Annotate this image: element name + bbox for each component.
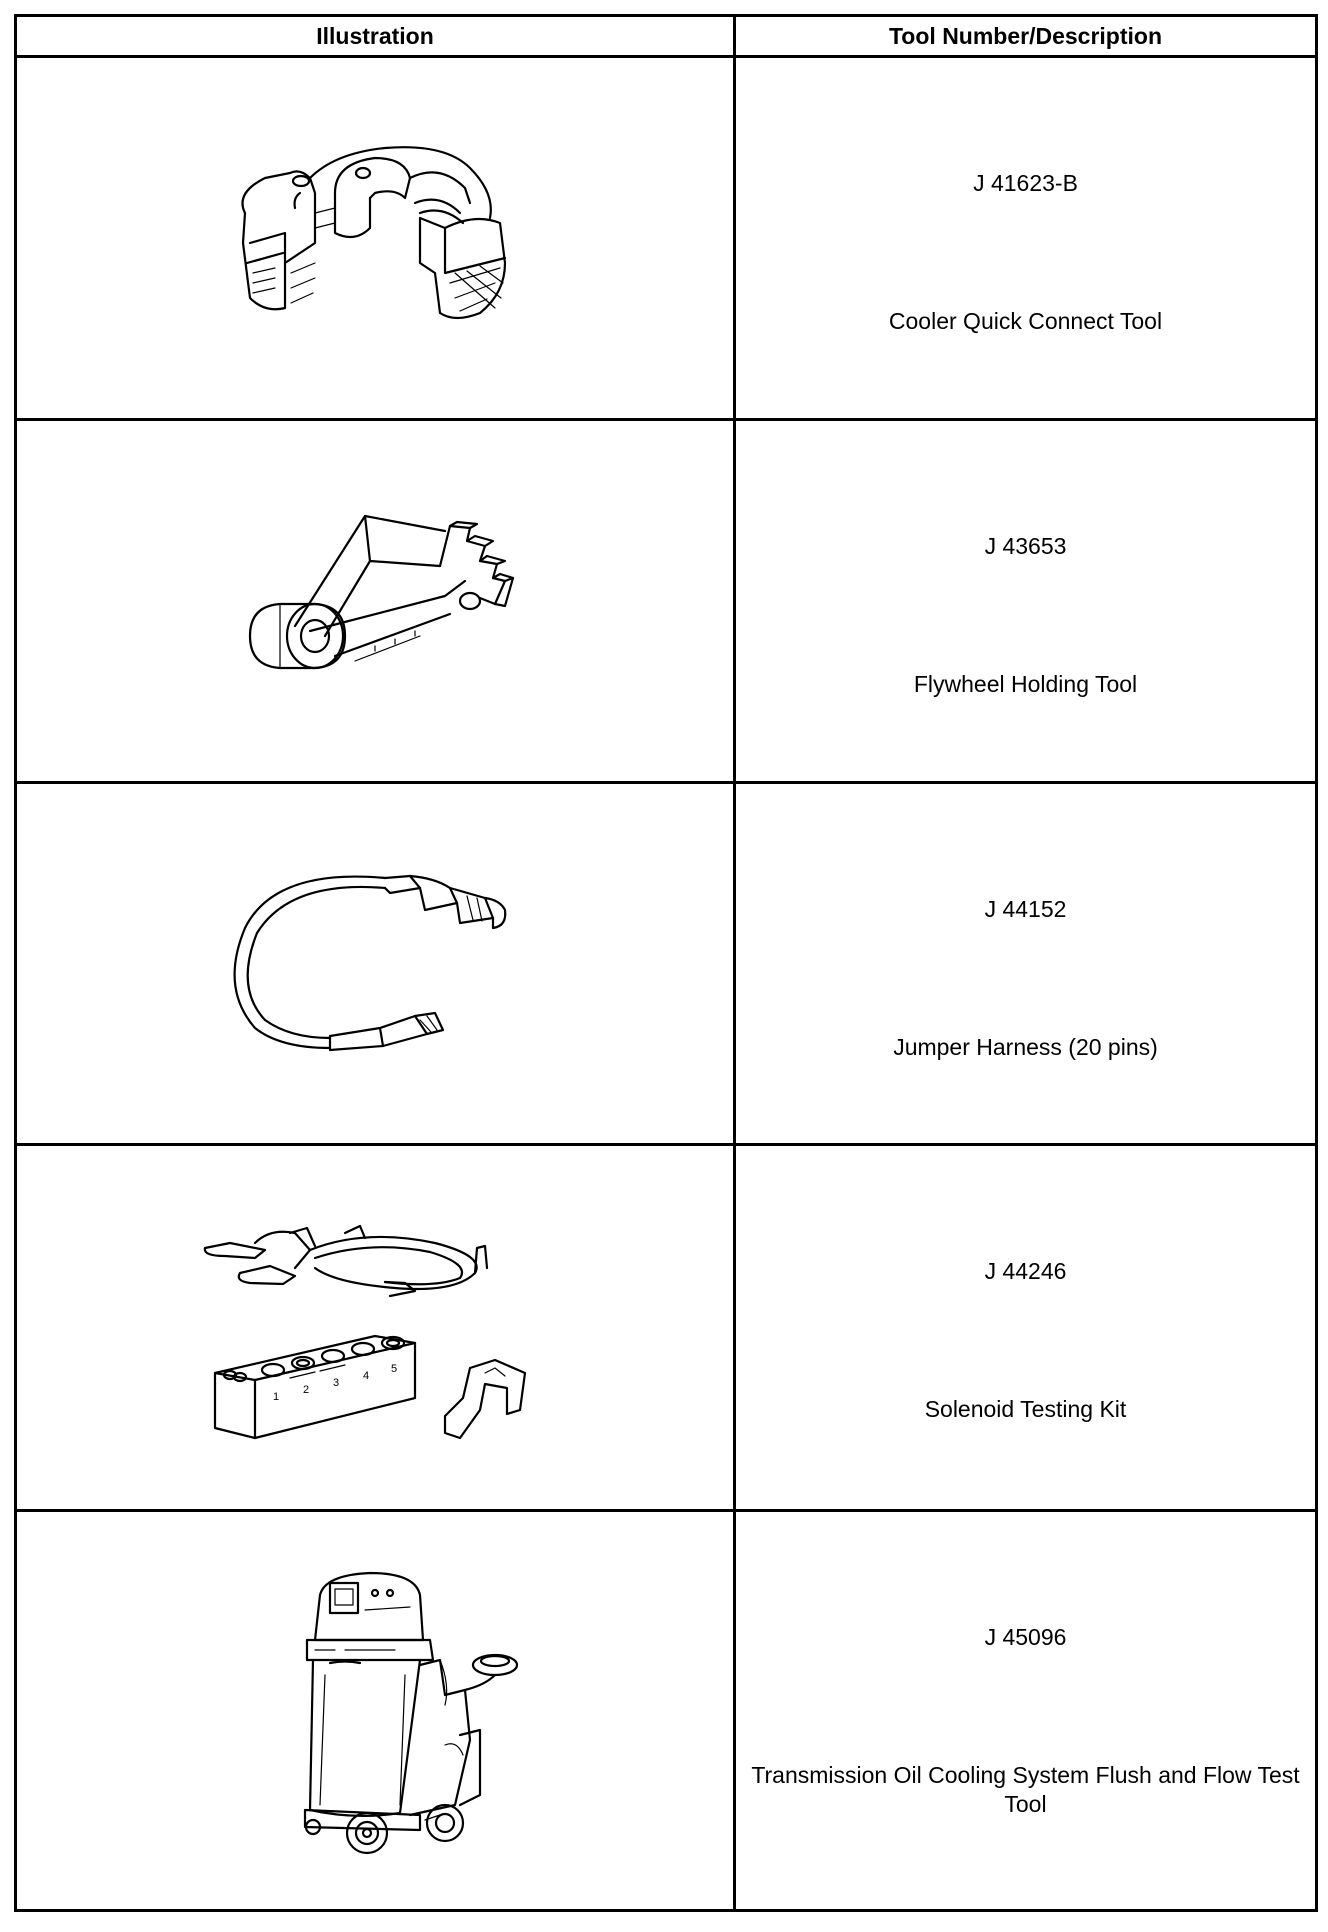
block-label: 3: [333, 1377, 339, 1389]
table-row: J 44152 Jumper Harness (20 pins): [14, 780, 1318, 1147]
tool-number: J 45096: [984, 1623, 1067, 1650]
illustration-cell: [14, 417, 736, 784]
tool-number: J 44152: [984, 895, 1067, 922]
tool-description-cell: J 43653 Flywheel Holding Tool: [733, 417, 1318, 784]
tool-description-cell: J 41623-B Cooler Quick Connect Tool: [733, 55, 1318, 421]
header-tool-number-description: Tool Number/Description: [733, 14, 1318, 58]
block-label: 1: [273, 1391, 279, 1403]
tool-description: Flywheel Holding Tool: [913, 670, 1138, 697]
tool-number: J 44246: [984, 1258, 1067, 1285]
jumper-harness-icon: [233, 875, 507, 1052]
block-label: 5: [391, 1363, 397, 1375]
tool-description-cell: J 44246 Solenoid Testing Kit: [733, 1143, 1318, 1512]
table-row: J 43653 Flywheel Holding Tool: [14, 417, 1318, 784]
tool-number: J 41623-B: [973, 170, 1078, 196]
table-row: 1 2 3 4 5 J 44246 Solenoid Testing Kit: [14, 1143, 1318, 1512]
flush-and-flow-test-machine-icon: [303, 1572, 519, 1855]
flywheel-holding-tool-icon: [248, 514, 515, 669]
table-row: J 45096 Transmission Oil Cooling System …: [14, 1508, 1318, 1913]
illustration-cell: [14, 55, 736, 421]
header-illustration: Illustration: [14, 14, 736, 58]
special-tools-table: Illustration Tool Number/Description: [14, 14, 1318, 1913]
illustration-cell: [14, 780, 736, 1147]
tool-description: Transmission Oil Cooling System Flush an…: [751, 1761, 1300, 1817]
table-header-row: Illustration Tool Number/Description: [14, 14, 1318, 58]
illustration-cell: 1 2 3 4 5: [14, 1143, 736, 1512]
tool-description: Solenoid Testing Kit: [924, 1396, 1127, 1423]
cooler-quick-connect-tool-icon: [241, 145, 507, 319]
tool-number: J 43653: [984, 532, 1067, 559]
tool-description: Cooler Quick Connect Tool: [888, 308, 1163, 334]
tool-description: Jumper Harness (20 pins): [893, 1033, 1158, 1060]
block-label: 4: [363, 1370, 369, 1382]
block-number-labels: 1 2 3 4 5: [273, 1363, 397, 1403]
block-label: 2: [303, 1384, 309, 1396]
solenoid-testing-kit-icon: 1 2 3 4 5: [203, 1224, 527, 1439]
illustration-cell: [14, 1508, 736, 1913]
tool-description-cell: J 44152 Jumper Harness (20 pins): [733, 780, 1318, 1147]
table-row: J 41623-B Cooler Quick Connect Tool: [14, 55, 1318, 421]
tool-description-cell: J 45096 Transmission Oil Cooling System …: [733, 1508, 1318, 1913]
